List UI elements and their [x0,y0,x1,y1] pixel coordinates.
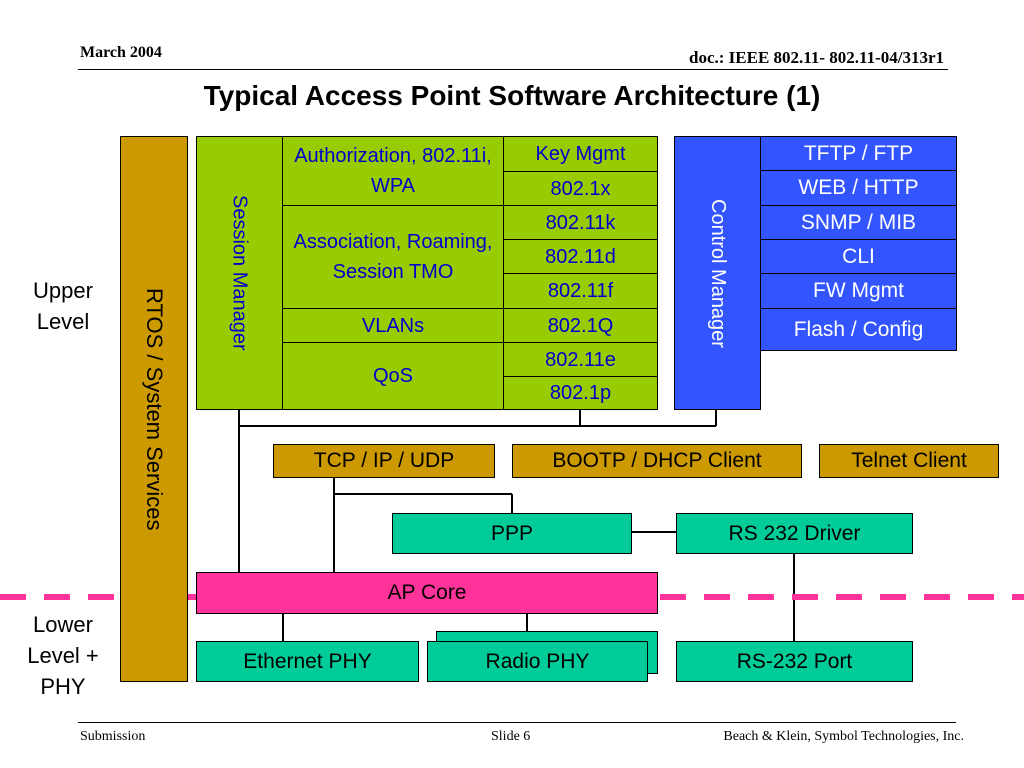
protocol-label: 802.11e [545,348,616,371]
control-item-web: WEB / HTTP [760,170,957,206]
protocol-label: 802.1p [549,382,612,404]
session-manager: Session Manager [196,136,283,410]
service-label: TCP / IP / UDP [313,449,455,472]
lower-level-label: Lower Level + PHY [27,612,99,699]
control-item-snmp: SNMP / MIB [760,205,957,240]
control-item-label: WEB / HTTP [798,176,919,199]
rs232-driver-label: RS 232 Driver [728,521,861,545]
control-item-tftp: TFTP / FTP [760,136,957,171]
session-function-association: Association, Roaming, Session TMO [282,205,504,309]
tcp-ip-udp: TCP / IP / UDP [273,444,495,478]
ethernet-phy: Ethernet PHY [196,641,419,682]
footer-slide-number: Slide 6 [491,729,531,744]
control-manager: Control Manager [674,136,761,410]
control-item-flash-config: Flash / Config [760,308,957,351]
ap-core-label: AP Core [387,581,467,604]
session-function-qos: QoS [282,342,504,410]
protocol-label: 802.11f [547,280,614,302]
header-rule [78,69,948,70]
protocol-80211d: 802.11d [503,239,658,274]
service-label: BOOTP / DHCP Client [552,449,762,472]
function-label: QoS [372,365,414,387]
protocol-8021x: 802.1x [503,171,658,206]
footer-submission: Submission [80,729,146,744]
protocol-8021q: 802.1Q [503,308,658,343]
phy-label: Ethernet PHY [243,649,372,673]
control-item-label: CLI [842,244,875,268]
phy-label: RS-232 Port [736,649,853,673]
phy-label: Radio PHY [485,649,590,673]
protocol-label: 802.11k [545,211,616,234]
protocol-80211k: 802.11k [503,205,658,240]
protocol-80211f: 802.11f [503,273,658,309]
control-item-label: TFTP / FTP [803,141,914,165]
session-function-authorization: Authorization, 802.11i, WPA [282,136,504,206]
function-label: Authorization, 802.11i, WPA [294,145,492,197]
telnet-client: Telnet Client [819,444,999,478]
footer-rule [78,722,956,723]
protocol-label: 802.1x [550,177,611,200]
service-label: Telnet Client [851,449,967,472]
function-label: Association, Roaming, Session TMO [293,231,493,283]
control-item-cli: CLI [760,239,957,274]
control-item-fw-mgmt: FW Mgmt [760,273,957,309]
protocol-8021p: 802.1p [503,376,658,410]
protocol-80211e: 802.11e [503,342,658,377]
control-item-label: SNMP / MIB [800,210,917,234]
protocol-label: 802.1Q [547,314,614,337]
protocol-key-mgmt: Key Mgmt [503,136,658,172]
control-item-label: FW Mgmt [813,279,904,302]
session-function-vlans: VLANs [282,308,504,343]
rtos-label: RTOS / System Services [142,287,167,531]
ap-core: AP Core [196,572,658,614]
rs232-driver: RS 232 Driver [676,513,913,554]
slide-title: Typical Access Point Software Architectu… [203,80,821,111]
bootp-dhcp-client: BOOTP / DHCP Client [512,444,802,478]
footer-authors: Beach & Klein, Symbol Technologies, Inc. [723,729,964,744]
rtos-system-services: RTOS / System Services [120,136,188,682]
header-doc-id: doc.: IEEE 802.11- 802.11-04/313r1 [688,48,944,67]
ppp-label: PPP [490,521,534,545]
function-label: VLANs [361,314,425,337]
control-manager-label: Control Manager [707,198,729,348]
session-manager-label: Session Manager [228,195,251,351]
rs232-port: RS-232 Port [676,641,913,682]
ppp: PPP [392,513,632,554]
radio-phy: Radio PHY [427,641,648,682]
protocol-label: Key Mgmt [535,143,626,165]
protocol-label: 802.11d [545,245,616,268]
header-date: March 2004 [80,44,162,61]
control-item-label: Flash / Config [793,317,924,341]
upper-level-label: Upper Level [33,278,93,334]
